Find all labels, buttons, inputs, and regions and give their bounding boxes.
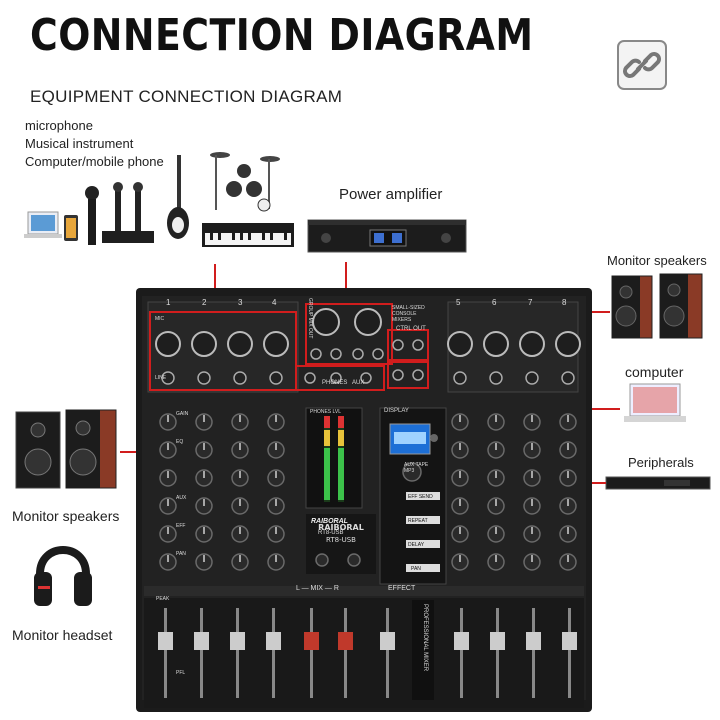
drum-kit-icon — [210, 152, 280, 212]
channel-number-5: 5 — [456, 298, 461, 307]
pan-label: PAN — [411, 566, 421, 572]
svg-text:RAIBORAL: RAIBORAL — [318, 523, 364, 532]
computer-label: computer — [625, 364, 684, 380]
vu-meter — [324, 416, 344, 502]
delay-label: DELAY — [408, 542, 425, 548]
link-icon — [623, 52, 661, 78]
page-title: CONNECTION DIAGRAM — [30, 10, 534, 61]
link-button[interactable] — [617, 40, 667, 90]
small-mixer-label: SMALL-SIZED CONSOLE MIXERS — [392, 305, 425, 323]
microphone-icon — [85, 186, 99, 245]
input-jacks-ch5-8 — [447, 331, 581, 385]
repeat-label: REPEAT — [408, 518, 428, 524]
source-devices-image — [24, 152, 294, 247]
channel-number-8: 8 — [562, 298, 567, 307]
channel-number-7: 7 — [528, 298, 533, 307]
power-amplifier-label: Power amplifier — [339, 186, 443, 203]
wireless-mic-icon — [102, 182, 154, 243]
model-label: RT8-USB — [318, 530, 344, 536]
pfl-label: PFL — [176, 670, 186, 676]
guitar-icon — [167, 155, 189, 239]
monitor-speakers-right-label: Monitor speakers — [607, 253, 707, 268]
line-label: LINE — [155, 375, 167, 381]
computer-image — [624, 383, 686, 422]
channel-number-4: 4 — [272, 298, 277, 307]
monitor-speakers-left-label: Monitor speakers — [12, 508, 120, 524]
aux-knob-label: AUX — [176, 495, 187, 501]
ctrl-out-label: CTRL OUT — [396, 326, 426, 332]
mic-label: MIC — [155, 316, 165, 322]
power-amplifier-image — [307, 219, 467, 253]
repeat-button — [406, 516, 440, 524]
display-label: DISPLAY — [384, 408, 409, 414]
phones-level-label: PHONES LVL — [310, 409, 342, 415]
connector-line-power-amp — [345, 262, 347, 308]
delay-button — [406, 540, 440, 548]
source-computer-phone-label: Computer/mobile phone — [25, 154, 164, 169]
gain-label: GAIN — [176, 411, 189, 417]
monitor-headset-image — [34, 546, 92, 606]
eq-label: EQ — [176, 439, 184, 445]
source-microphone-label: microphone — [25, 118, 93, 133]
eff-knob-label: EFF — [176, 523, 186, 529]
eff-send-label: EFF SEND — [408, 494, 433, 500]
pan-knob-label: PAN — [176, 551, 186, 557]
connector-line-sources — [214, 264, 216, 307]
laptop-icon — [24, 211, 62, 238]
pan-button — [406, 564, 440, 572]
channel-number-1: 1 — [166, 298, 171, 307]
peak-label: PEAK — [156, 596, 170, 602]
page-subtitle: EQUIPMENT CONNECTION DIAGRAM — [30, 87, 343, 106]
source-instrument-label: Musical instrument — [25, 136, 134, 151]
phone-icon — [64, 215, 78, 241]
effect-label: EFFECT — [388, 585, 416, 592]
professional-mixer-label: PROFESSIONAL MIXER — [422, 604, 428, 672]
monitor-headset-label: Monitor headset — [12, 627, 113, 643]
monitor-speakers-right-image — [611, 273, 703, 339]
phones-label: PHONES — [322, 380, 348, 386]
channel-number-6: 6 — [492, 298, 497, 307]
channel-number-2: 2 — [202, 298, 207, 307]
monitor-speakers-left-image — [15, 409, 117, 489]
mixer-panel: RAIBORAL RT8-USB — [136, 288, 592, 712]
eff-send-button — [406, 492, 440, 500]
keyboard-icon — [202, 223, 294, 247]
svg-text:RT8-USB: RT8-USB — [326, 536, 356, 544]
faders — [158, 608, 577, 698]
channel-number-3: 3 — [238, 298, 243, 307]
group-mix-out-label: GROUP MIX OUT — [307, 298, 313, 339]
aux-label: AUX — [352, 380, 365, 386]
peripherals-label: Peripherals — [628, 455, 694, 470]
aux-tape-mp3-label: AUX TAPE MP3 — [404, 462, 429, 474]
input-jacks-ch1-4 — [155, 331, 289, 385]
mix-label: L — MIX — R — [296, 585, 339, 592]
brand-label: RAIBORAL — [311, 518, 348, 525]
peripherals-image — [605, 476, 711, 490]
